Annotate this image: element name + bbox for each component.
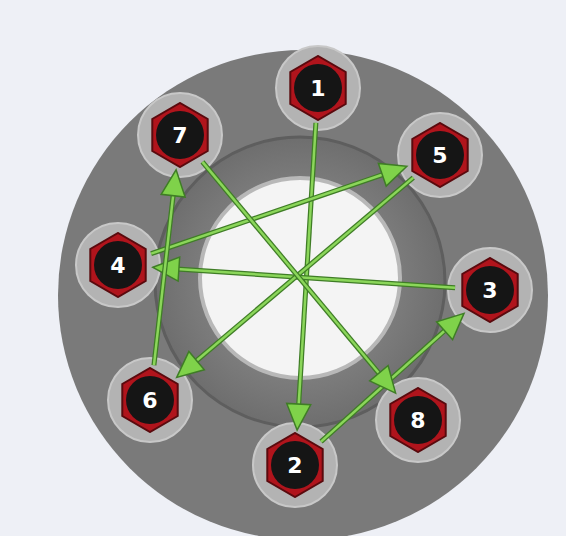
arrow-head: [370, 366, 396, 394]
bolt-hexagon: 3: [457, 257, 523, 323]
bolt-number: 2: [262, 432, 328, 498]
arrow-head: [177, 352, 205, 378]
sequence-arrow: [202, 162, 395, 393]
bolt-hexagon: 6: [117, 367, 183, 433]
sequence-arrow: [151, 163, 407, 253]
washers: [76, 46, 532, 507]
bolt-number: 6: [117, 367, 183, 433]
arrow-head: [437, 313, 464, 339]
bolt-hexagon: 4: [85, 232, 151, 298]
bolt-hexagon: 1: [285, 55, 351, 121]
bolt-number: 8: [385, 387, 451, 453]
bolt-number: 7: [147, 102, 213, 168]
sequence-arrow: [154, 170, 185, 365]
arrow-head: [287, 403, 311, 430]
bolt-number: 3: [457, 257, 523, 323]
bolt-hexagon: 7: [147, 102, 213, 168]
bolt-number: 4: [85, 232, 151, 298]
bolt-hexagon: 8: [385, 387, 451, 453]
sequence-arrow: [177, 178, 414, 378]
arrow-head: [378, 163, 407, 186]
bolt-number: 5: [407, 122, 473, 188]
bolt-hexagon: 2: [262, 432, 328, 498]
arrow-head: [161, 170, 185, 197]
bolt-number: 1: [285, 55, 351, 121]
bolt-hexagon: 5: [407, 122, 473, 188]
